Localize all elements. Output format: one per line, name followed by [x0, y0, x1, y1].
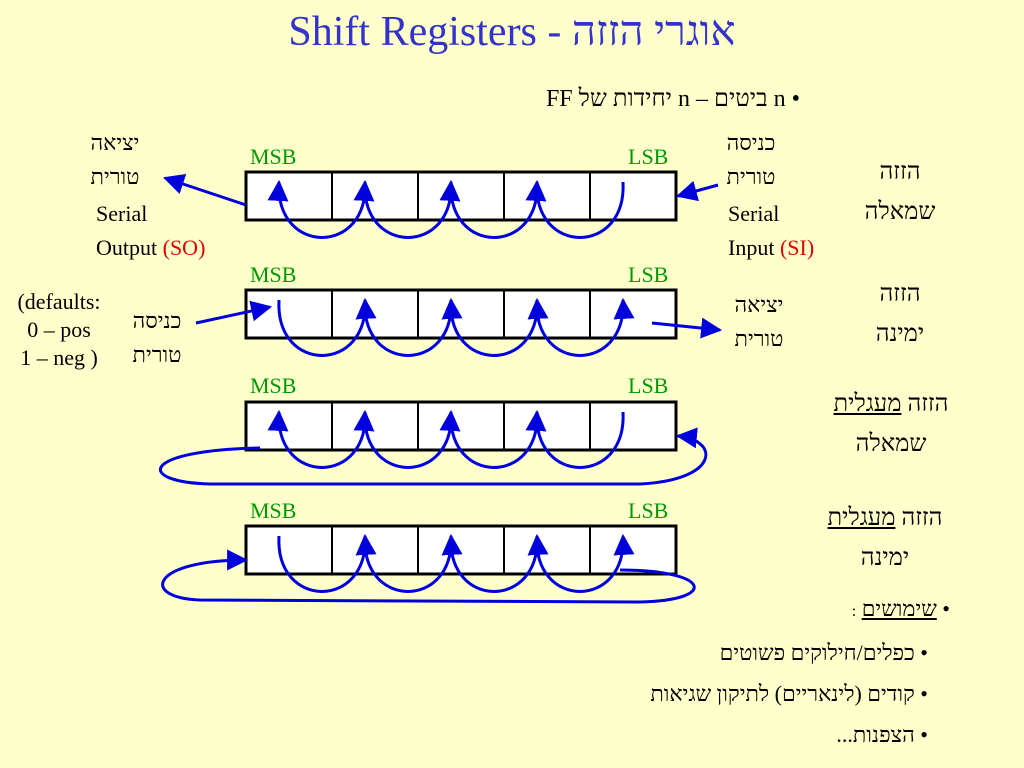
right-shift-name: הזזה ימינה	[875, 281, 925, 347]
serial-input-arrow-right-shift	[195, 300, 273, 325]
serial-output-en-label: Serial Output (SO)	[96, 201, 206, 260]
circular-loop-left	[158, 427, 708, 486]
msb-label: MSB	[250, 498, 297, 523]
shift-arrow	[449, 297, 549, 357]
uses-header: • שימושים :	[851, 596, 950, 621]
serial-output-arrow-right-shift	[651, 317, 723, 339]
lsb-label: LSB	[628, 262, 669, 287]
list-item: • כפלים/חילוקים פשוטים	[719, 640, 928, 665]
register-box	[244, 400, 678, 452]
list-item: • הצפנות...	[836, 722, 928, 747]
intro-bullet: • n ביטים – n יחידות של FF	[545, 86, 800, 112]
lsb-label: LSB	[628, 373, 669, 398]
list-item: • קודים (לינאריים) לתיקון שגיאות	[650, 681, 928, 706]
register-box	[244, 524, 678, 576]
shift-arrow	[267, 409, 367, 469]
left-shift-name: הזזה שמאלה	[864, 159, 936, 225]
slide-title: Shift Registers - אוגרי הזזה	[288, 9, 736, 55]
serial-output-label: יציאה טורית	[734, 292, 784, 351]
shift-arrow	[353, 409, 453, 469]
shift-arrow	[363, 297, 463, 357]
circular-right-shift-name: הזזה מעגלית ימינה	[827, 505, 943, 571]
serial-output-label: יציאה טורית	[90, 130, 140, 189]
serial-input-label: כניסה טורית	[132, 308, 182, 367]
shift-arrow	[439, 179, 539, 239]
shift-arrow	[363, 533, 463, 593]
serial-input-en-label: Serial Input (SI)	[728, 201, 815, 260]
msb-label: MSB	[250, 373, 297, 398]
serial-output-arrow	[163, 174, 247, 207]
circular-loop-right	[161, 549, 696, 604]
shift-arrow	[449, 533, 549, 593]
shift-arrow	[525, 179, 625, 239]
shift-arrow	[535, 297, 635, 357]
register-box	[244, 170, 678, 222]
register-box	[244, 288, 678, 340]
msb-label: MSB	[250, 144, 297, 169]
shift-arrow	[267, 179, 367, 239]
shift-arrow	[439, 409, 539, 469]
lsb-label: LSB	[628, 498, 669, 523]
shift-arrow	[277, 533, 377, 593]
defaults-note: (defaults: 0 – pos 1 – neg )	[17, 289, 101, 370]
shift-arrow	[535, 533, 635, 593]
serial-input-arrow	[675, 180, 719, 202]
lsb-label: LSB	[628, 144, 669, 169]
shift-arrow	[525, 409, 625, 469]
shift-arrow	[353, 179, 453, 239]
serial-input-label: כניסה טורית	[726, 130, 776, 189]
shift-arrow	[277, 297, 377, 357]
uses-list: • שימושים : • כפלים/חילוקים פשוטים • קוד…	[470, 588, 950, 755]
msb-label: MSB	[250, 262, 297, 287]
circular-left-shift-name: הזזה מעגלית שמאלה	[833, 391, 949, 457]
